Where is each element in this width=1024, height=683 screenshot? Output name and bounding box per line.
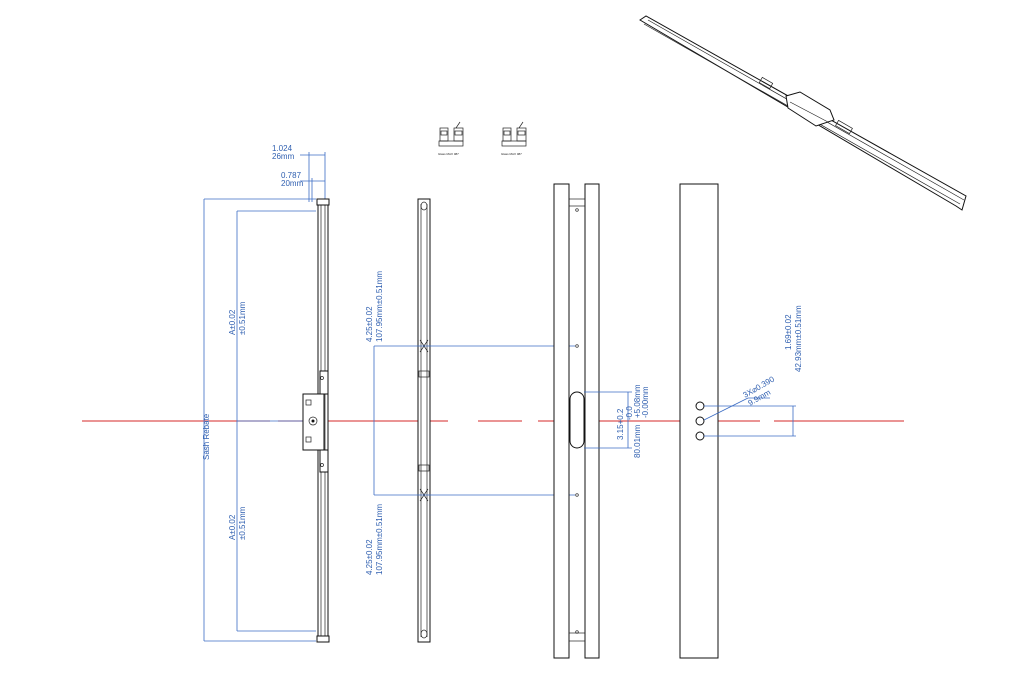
- length-dimension-group: Sash Rebate A±0.02 ±0.51mm A±0.02 ±0.51m…: [202, 198, 316, 642]
- inner-width-inch: 0.787: [281, 171, 302, 180]
- top-width-inch: 1.024: [272, 144, 293, 153]
- slot-mm-length: 80.01mm: [633, 424, 642, 458]
- slot-mm-plus: +5.08mm: [633, 384, 642, 418]
- slot-inch-tolerance: -0.0: [625, 406, 634, 420]
- glass-icon-group-left: Glass MAX 087: [438, 121, 464, 156]
- hole-spacing-inch: 1.69±0.02: [784, 314, 793, 350]
- lower-a-inch: A±0.02: [228, 514, 237, 540]
- bar-side-profile: [302, 198, 330, 643]
- glass-icon-caption: Glass MAX 087: [501, 152, 522, 156]
- slot-dimension-group: 3.15+0.2 -0.0 +5.08mm -0.00mm 80.01mm: [584, 384, 650, 458]
- upper-lock-inch: 4.25±0.02: [365, 306, 374, 342]
- sash-rebate-label: Sash Rebate: [202, 413, 211, 460]
- slot-mm-minus: -0.00mm: [641, 386, 650, 418]
- lower-a-mm: ±0.51mm: [238, 506, 247, 540]
- sash-frame-view: [553, 183, 600, 659]
- hole-dimension-group: 3X⌀0.390 9.9mm 1.69±0.02 42.93mm±0.51mm: [703, 305, 803, 437]
- hole-spacing-mm: 42.93mm±0.51mm: [794, 305, 803, 372]
- upper-lock-mm: 107.95mm±0.51mm: [375, 271, 384, 342]
- upper-a-inch: A±0.02: [228, 309, 237, 335]
- upper-a-mm: ±0.51mm: [238, 301, 247, 335]
- lower-lock-mm: 107.95mm±0.51mm: [375, 504, 384, 575]
- top-width-mm: 26mm: [272, 152, 295, 161]
- inner-width-mm: 20mm: [281, 179, 304, 188]
- lock-spacing-dimension-group: 4.25±0.02 107.95mm±0.51mm 4.25±0.02 107.…: [365, 271, 575, 575]
- isometric-bar-view: [639, 15, 967, 211]
- glass-icon-group-right: Glass MAX 087: [501, 121, 527, 156]
- glass-icon-caption: Glass MAX 087: [438, 152, 459, 156]
- slot-inch: 3.15+0.2: [616, 408, 625, 440]
- bar-front-view: [417, 198, 431, 643]
- width-dimension-group: 1.024 26mm 0.787 20mm: [272, 144, 326, 202]
- outer-frame-view: [679, 183, 719, 659]
- lower-lock-inch: 4.25±0.02: [365, 539, 374, 575]
